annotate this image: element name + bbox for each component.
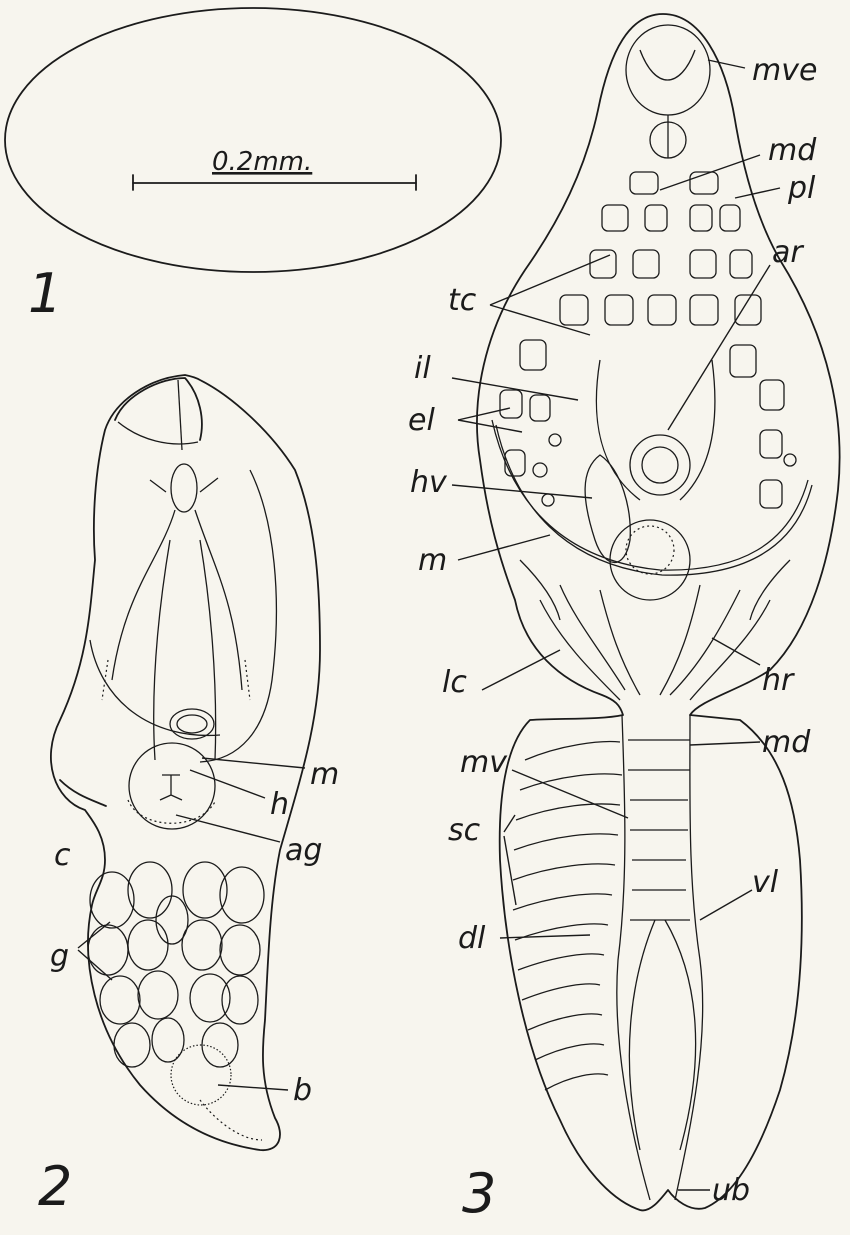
label-md-top: md <box>768 133 817 168</box>
scale-bar-label: 0.2mm. <box>212 147 312 177</box>
label-b: b <box>293 1073 312 1108</box>
label-el: el <box>408 403 435 438</box>
egg-outline <box>5 8 501 272</box>
label-pl: pl <box>787 171 816 206</box>
figure-2-larva: c m h ag g b 2 <box>38 375 339 1218</box>
label-m3: m <box>418 543 447 578</box>
label-g: g <box>50 939 69 974</box>
figure-1-number: 1 <box>28 262 62 325</box>
label-lc: lc <box>442 665 467 700</box>
label-hr: hr <box>762 663 795 698</box>
label-md-mid: md <box>762 725 811 760</box>
germ-ball-cluster-left <box>88 862 188 1067</box>
label-ub: ub <box>712 1173 750 1208</box>
label-il: il <box>414 351 431 386</box>
label-vl: vl <box>752 865 779 900</box>
label-m: m <box>310 757 339 792</box>
germ-ball-cluster-right <box>182 862 264 1067</box>
excretory-tubules <box>520 560 790 700</box>
label-h: h <box>270 787 289 822</box>
pharynx <box>171 464 197 512</box>
larva-body-outline <box>51 375 320 1150</box>
figure-3-organism: mve md pl ar tc il el hv m lc hr md mv s… <box>408 14 840 1225</box>
label-mv: mv <box>460 745 508 780</box>
parenchyma-cells <box>500 172 796 508</box>
label-c: c <box>54 838 71 873</box>
label-sc: sc <box>448 813 481 848</box>
tail-median-ladder <box>628 740 690 920</box>
label-tc: tc <box>448 283 477 318</box>
oral-sucker <box>115 378 202 440</box>
label-dl: dl <box>458 921 486 956</box>
anterior-body-outline <box>477 14 840 1210</box>
bladder <box>610 520 690 600</box>
figure-2-number: 2 <box>38 1155 72 1218</box>
label-ar: ar <box>772 235 804 270</box>
label-hv: hv <box>410 465 448 500</box>
oral-sucker <box>626 25 710 115</box>
figure-3-number: 3 <box>462 1162 496 1225</box>
label-mve: mve <box>752 53 817 88</box>
scale-bar <box>133 175 416 190</box>
label-ag: ag <box>285 833 322 868</box>
figure-1-egg: 0.2mm. 1 <box>5 8 501 325</box>
acetabulum <box>630 435 690 495</box>
